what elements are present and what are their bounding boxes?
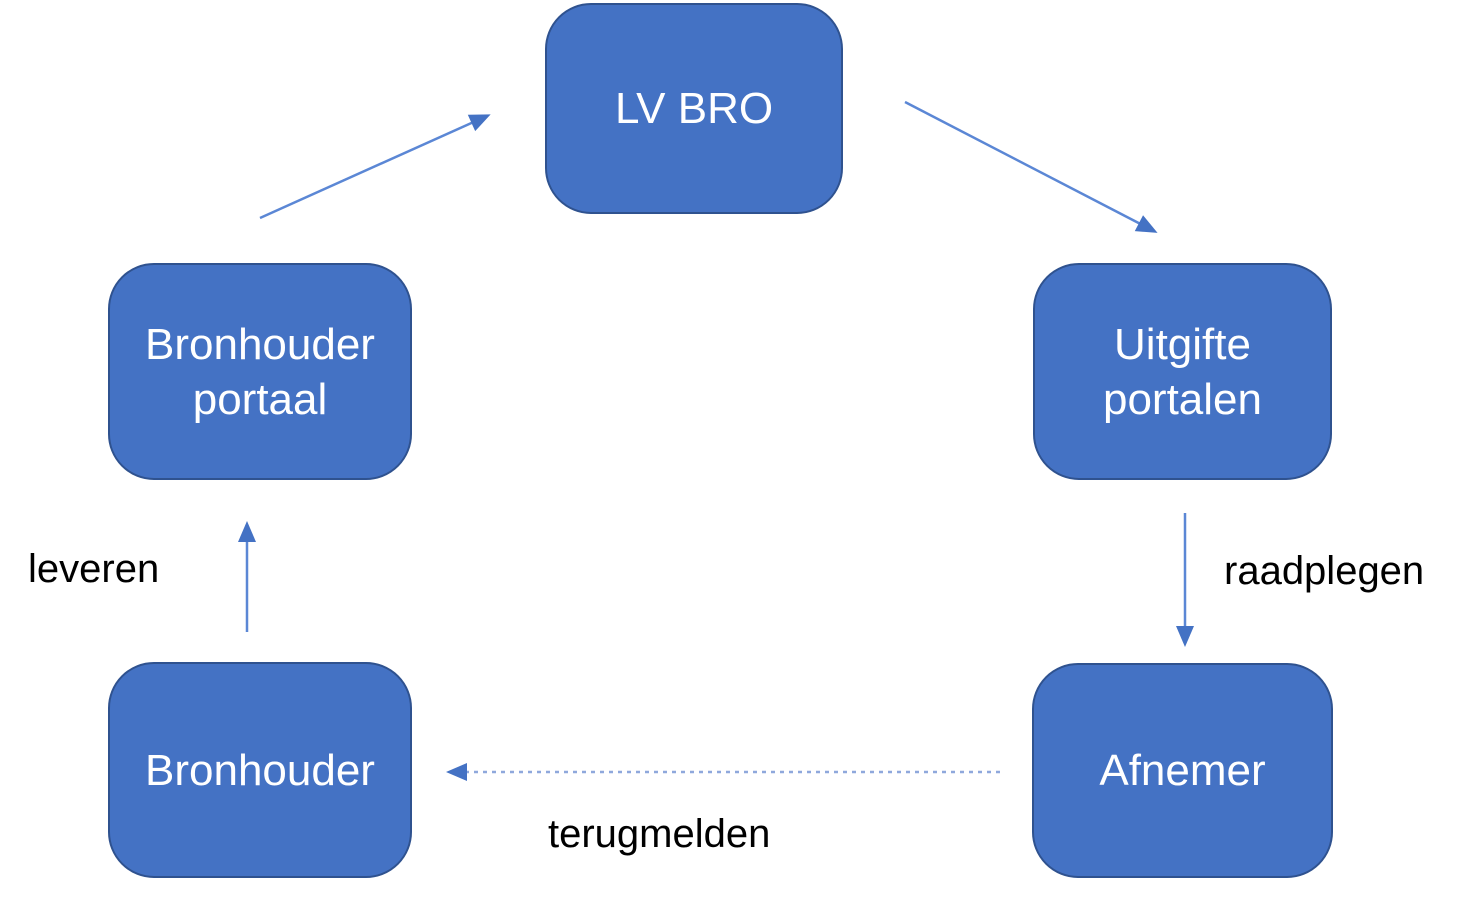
node-bronhouder-label: Bronhouder	[145, 745, 375, 795]
node-bronhouder-portaal-label: Bronhouder portaal	[145, 319, 375, 424]
node-uitgifte-portalen-label: Uitgifte portalen	[1102, 319, 1262, 424]
edge-label-raadplegen: raadplegen	[1224, 549, 1425, 593]
edge-label-terugmelden: terugmelden	[548, 812, 771, 856]
node-lv-bro-label: LV BRO	[614, 84, 774, 133]
node-afnemer: Afnemer	[1032, 663, 1333, 878]
node-afnemer-label: Afnemer	[1099, 746, 1266, 795]
edge-label-leveren: leveren	[28, 547, 160, 591]
node-lv-bro: LV BRO	[545, 3, 843, 214]
node-bronhouder-portaal: Bronhouder portaal	[108, 263, 412, 480]
edge-lvbro-to-uitgifteportalen	[904, 100, 1158, 233]
node-uitgifte-portalen: Uitgifte portalen	[1033, 263, 1332, 480]
edge-bronhouderportaal-to-lvbro	[259, 114, 491, 220]
node-bronhouder: Bronhouder	[108, 662, 412, 878]
